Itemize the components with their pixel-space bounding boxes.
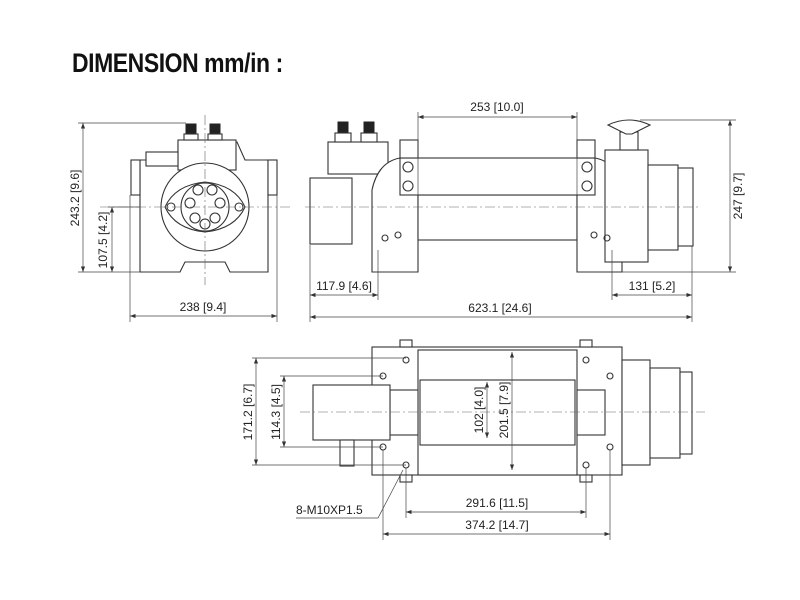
- front-view: 243.2 [9.6] 107.5 [4.2] 238 [9.4]: [68, 115, 290, 322]
- mount-width-inner-label: 114.3 [4.5]: [269, 384, 283, 440]
- left-overhang-label: 117.9 [4.6]: [316, 279, 372, 293]
- front-height-total-label: 243.2 [9.6]: [68, 170, 82, 227]
- page-title: DIMENSION mm/in :: [72, 48, 283, 78]
- side-view: 253 [10.0] 247 [9.7] 117.9 [4.6] 131 [5.…: [305, 100, 745, 322]
- front-height-center-label: 107.5 [4.2]: [96, 212, 110, 269]
- mount-length-outer-label: 374.2 [14.7]: [465, 518, 528, 532]
- front-width-label: 238 [9.4]: [180, 300, 227, 314]
- bracket-spacing-label: 253 [10.0]: [470, 100, 523, 114]
- overall-length-label: 623.1 [24.6]: [468, 301, 531, 315]
- mount-length-inner-label: 291.6 [11.5]: [466, 496, 529, 510]
- drum-diameter-label: 102 [4.0]: [472, 387, 486, 434]
- mount-width-outer-label: 171.2 [6.7]: [241, 384, 255, 441]
- bolt-spec-label: 8-M10XP1.5: [296, 503, 363, 517]
- side-height-total-label: 247 [9.7]: [731, 173, 745, 220]
- flange-diameter-label: 201.5 [7.9]: [497, 382, 511, 439]
- top-view: 171.2 [6.7] 114.3 [4.5] 102 [4.0] 201.5 …: [241, 339, 705, 540]
- right-overhang-label: 131 [5.2]: [629, 279, 676, 293]
